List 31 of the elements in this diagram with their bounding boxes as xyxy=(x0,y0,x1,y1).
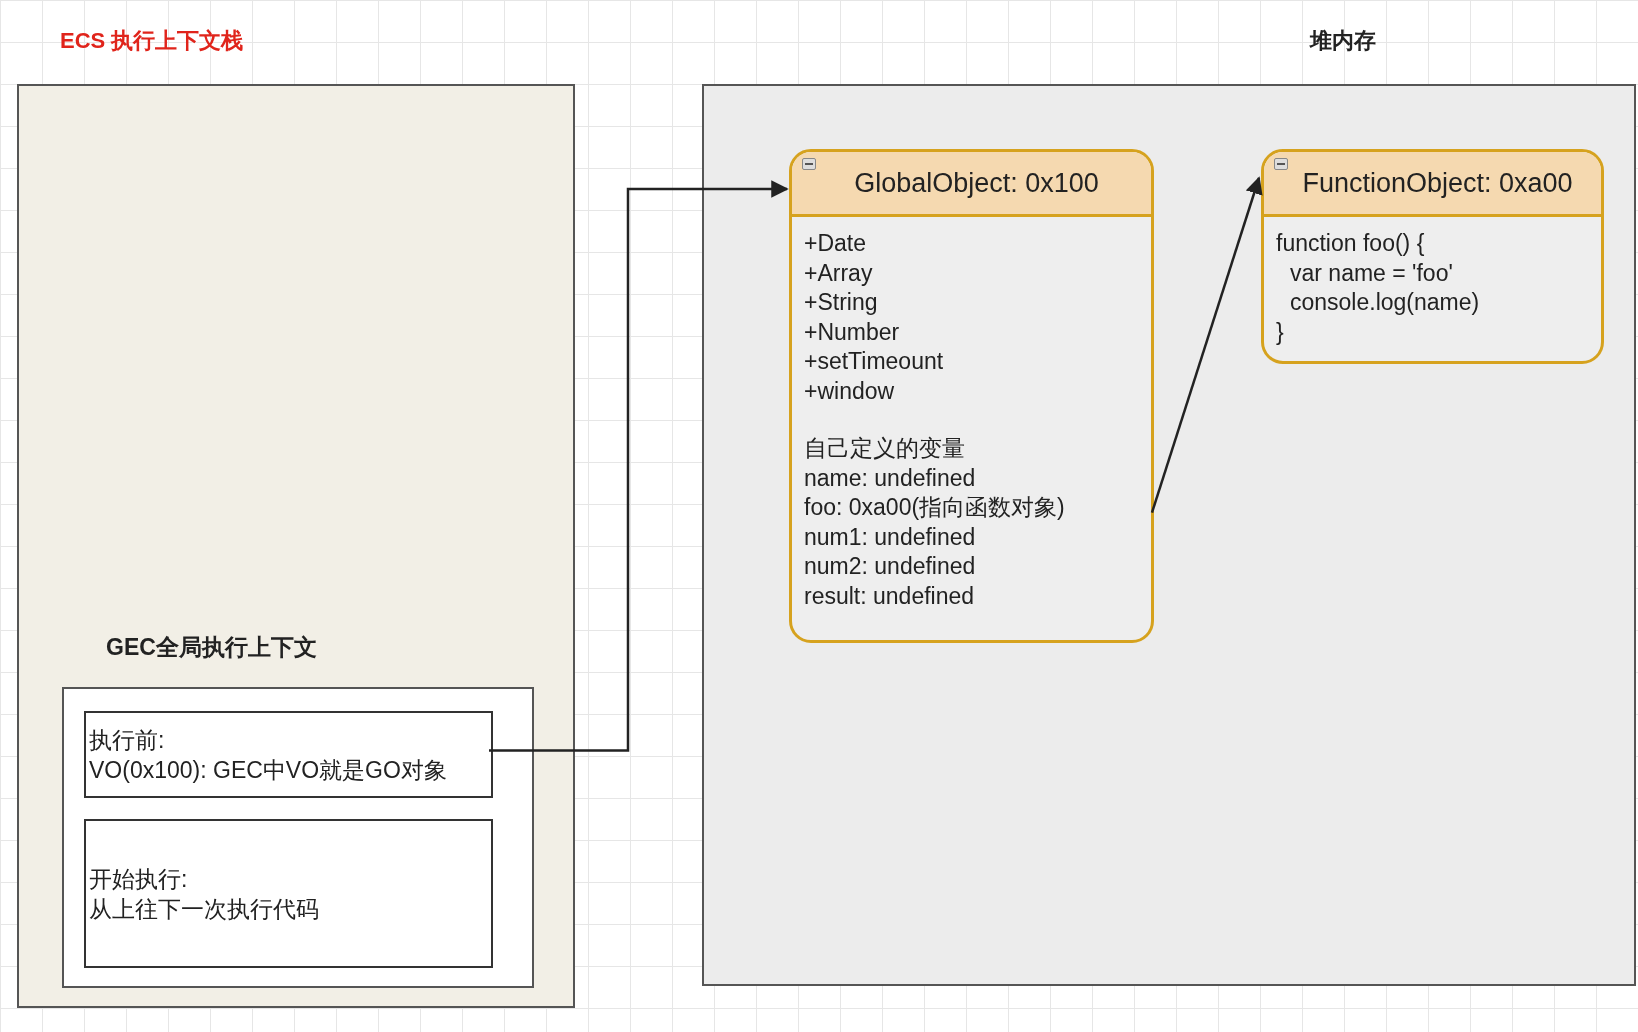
text-box xyxy=(84,711,493,798)
object-property: name: undefined xyxy=(804,463,976,493)
object-property: console.log(name) xyxy=(1290,288,1480,317)
box-text: VO(0x100): GEC中VO就是GO对象 xyxy=(89,755,448,785)
object-card xyxy=(1261,149,1604,364)
object-property: result: undefined xyxy=(804,581,975,611)
object-property: +Number xyxy=(804,317,900,347)
arrow xyxy=(489,180,789,752)
object-property: 自己定义的变量 xyxy=(804,434,965,463)
object-property: foo: 0xa00(指向函数对象) xyxy=(804,493,1065,522)
box-text: 执行前: xyxy=(89,725,166,755)
panel-heading: GEC全局执行上下文 xyxy=(106,633,317,662)
object-property: +Date xyxy=(804,229,866,258)
box-text: 开始执行: xyxy=(89,864,189,894)
object-title: FunctionObject: 0xa00 xyxy=(1264,152,1601,217)
panel-heading: 堆内存 xyxy=(1310,27,1376,55)
box-text: 从上往下一次执行代码 xyxy=(89,894,320,924)
object-property: +String xyxy=(804,288,878,317)
object-property: function foo() { xyxy=(1276,229,1425,258)
object-property: +Array xyxy=(804,258,873,288)
object-card xyxy=(789,149,1154,643)
object-property: } xyxy=(1276,317,1284,347)
object-title: GlobalObject: 0x100 xyxy=(792,152,1151,217)
panel-heading: ECS 执行上下文栈 xyxy=(60,27,244,55)
object-property: num1: undefined xyxy=(804,522,976,552)
arrow xyxy=(1150,176,1263,513)
object-property: +window xyxy=(804,376,895,406)
object-property: var name = 'foo' xyxy=(1290,258,1453,288)
object-property: num2: undefined xyxy=(804,552,976,581)
text-box xyxy=(84,819,493,968)
object-property: +setTimeount xyxy=(804,347,944,376)
